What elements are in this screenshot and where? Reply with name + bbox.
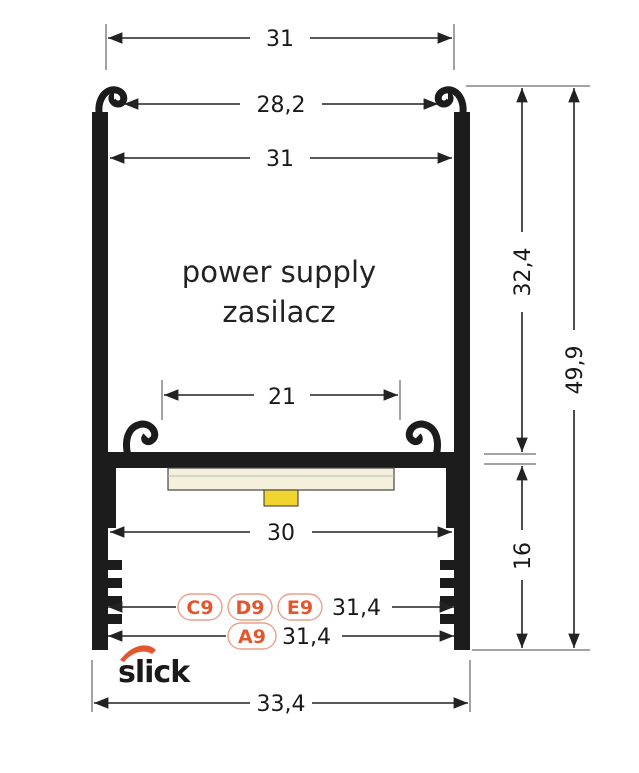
right-fin-3 [440,596,454,606]
badge-d9-pill [227,593,273,621]
aluminium-profile [92,86,470,650]
left-inner-rib [108,468,116,528]
right-fin-4 [440,614,454,624]
dim-inner-width: 31 [266,147,294,172]
left-fin-2 [108,578,122,588]
left-fin-4 [108,614,122,624]
label-power-supply: power supply [182,255,376,289]
badge-a9-pill [227,622,277,650]
dim-cde-width: 31,4 [332,596,381,621]
dim-height-total: 49,9 [563,346,588,395]
badge-c9: C9 [186,597,213,619]
right-top-hook [434,86,467,119]
badge-e9: E9 [287,597,313,619]
dim-a9-width: 31,4 [282,625,331,650]
left-top-hook [95,86,128,119]
dim-inner-top-width: 28,2 [257,93,306,118]
right-fin-2 [440,578,454,588]
dim-height-upper: 32,4 [511,248,536,297]
slick-logo: slick [118,645,192,690]
left-wall [92,112,108,650]
swoosh-icon [120,645,156,662]
left-fin-3 [108,596,122,606]
badge-a9: A9 [238,626,266,648]
logo-text: slick [118,655,191,690]
dim-lower-width: 30 [267,521,295,546]
dim-top-width: 31 [266,27,294,52]
right-inner-rib [446,468,454,528]
badge-d9: D9 [236,597,265,619]
diffuser-strip [167,467,395,491]
left-clip [123,420,159,457]
middle-shelf [92,452,470,468]
dim-slot-width: 21 [268,385,296,410]
badge-c9-pill [177,593,223,621]
right-fin-1 [440,560,454,570]
led-chip [263,489,299,507]
label-zasilacz: zasilacz [222,295,335,329]
left-fin-1 [108,560,122,570]
right-clip [405,420,441,457]
dim-bottom-width: 33,4 [257,692,306,717]
right-wall [454,112,470,650]
dim-height-lower: 16 [511,542,536,570]
badge-e9-pill [277,593,323,621]
